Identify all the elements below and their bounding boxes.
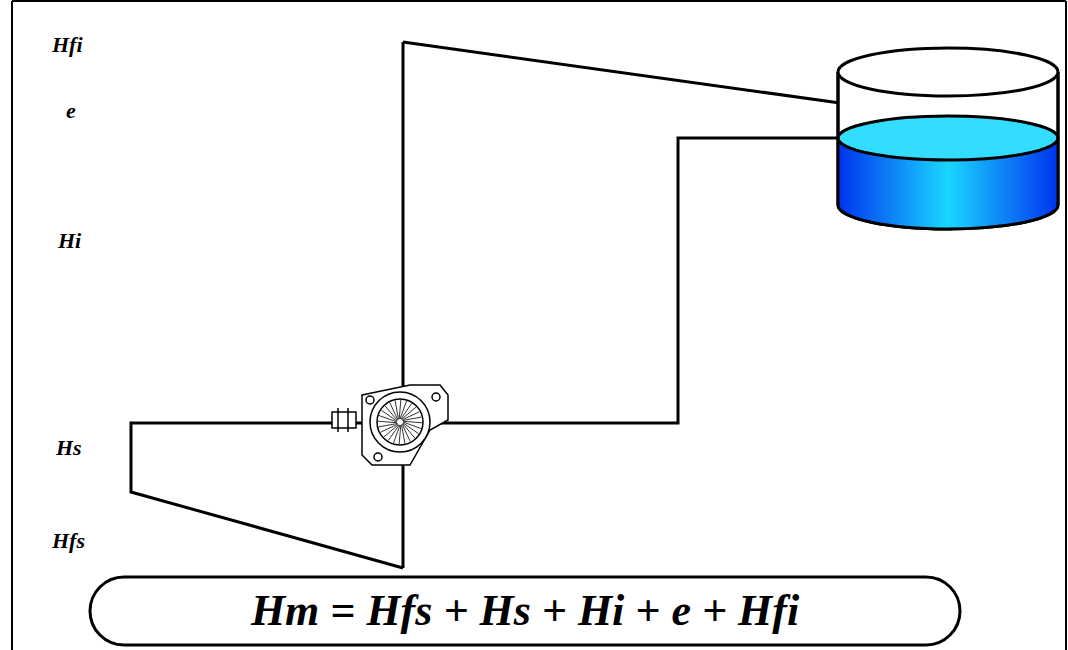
head-label: e bbox=[66, 100, 76, 122]
head-label: Hs bbox=[56, 437, 82, 459]
head-label: Hfi bbox=[52, 34, 83, 56]
formula-box: Hm = Hfs + Hs + Hi + e + Hfi bbox=[88, 575, 962, 647]
head-label: Hfs bbox=[52, 530, 85, 552]
head-label: Hi bbox=[58, 230, 81, 252]
formula-text: Hm = Hfs + Hs + Hi + e + Hfi bbox=[251, 589, 799, 633]
